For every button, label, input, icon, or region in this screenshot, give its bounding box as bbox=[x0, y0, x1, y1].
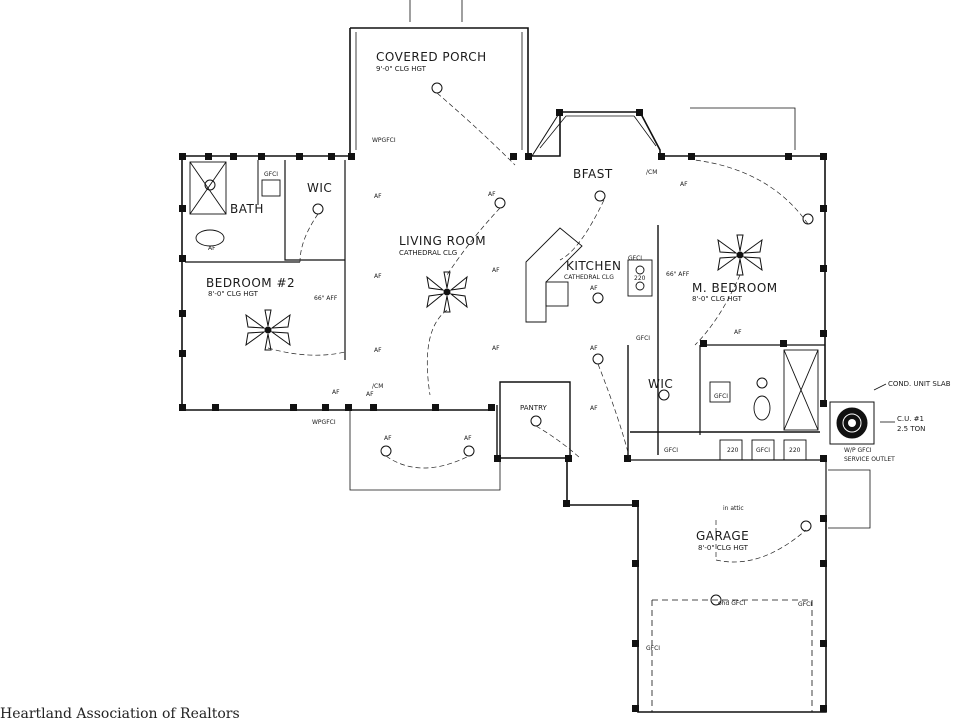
room-label-garage: GARAGE bbox=[696, 529, 749, 543]
light-fixture-icon bbox=[592, 353, 604, 365]
arc-fault-label: AF bbox=[590, 285, 598, 292]
room-label-m-bedroom: M. BEDROOM bbox=[692, 281, 778, 295]
note-outlet-height-right: 66" AFF bbox=[666, 271, 690, 278]
arc-fault-label: AF bbox=[384, 435, 392, 442]
light-fixture-icons bbox=[204, 82, 814, 606]
light-fixture-icon bbox=[802, 213, 814, 225]
arc-fault-label: AF bbox=[374, 193, 382, 200]
light-fixture-icon bbox=[380, 445, 392, 457]
gfci-label: GFCI bbox=[636, 335, 650, 342]
ceiling-type-kitchen: CATHEDRAL CLG bbox=[564, 274, 614, 281]
light-fixture-icon bbox=[312, 203, 324, 215]
gfci-label: GFCI bbox=[714, 393, 728, 400]
plumbing-fixtures bbox=[189, 161, 819, 461]
ceiling-fan-icon bbox=[245, 309, 291, 351]
wall-lines bbox=[181, 0, 871, 713]
outlet-220-label: 220 bbox=[634, 275, 646, 282]
room-label-living-room: LIVING ROOM bbox=[399, 234, 486, 248]
note-cond-unit-slab: COND. UNIT SLAB bbox=[888, 380, 951, 388]
note-wpgfci-bottom: WPGFCI bbox=[312, 419, 336, 426]
arc-fault-label: AF bbox=[374, 347, 382, 354]
outlet-220-label: 220 bbox=[727, 447, 739, 454]
footer-watermark: Heartland Association of Realtors bbox=[0, 706, 240, 722]
gfci-label: GFCI bbox=[264, 171, 278, 178]
arc-fault-label: AF bbox=[464, 435, 472, 442]
ceiling-fan-icons bbox=[245, 234, 763, 351]
outlet-220-label: 220 bbox=[789, 447, 801, 454]
note-wpgfci-top: WPGFCI bbox=[372, 137, 396, 144]
note-outlet-height-left: 66" AFF bbox=[314, 295, 338, 302]
ceiling-mount-label: /CM bbox=[372, 383, 383, 390]
wiring-lines bbox=[267, 92, 809, 563]
note-in-attic: in attic bbox=[723, 505, 744, 512]
light-fixture-icon bbox=[756, 377, 768, 389]
note-cu-number: C.U. #1 bbox=[897, 415, 924, 423]
light-fixture-icon bbox=[592, 292, 604, 304]
appliance-icon bbox=[783, 439, 807, 461]
gfci-label: GFCI bbox=[756, 447, 770, 454]
room-label-wic-left: WIC bbox=[307, 181, 332, 195]
room-label-wic-right: WIC bbox=[648, 377, 673, 391]
room-label-bath: BATH bbox=[230, 202, 264, 216]
ceiling-fan-icon bbox=[717, 234, 763, 276]
room-label-covered-porch: COVERED PORCH bbox=[376, 50, 487, 64]
light-fixture-icon bbox=[463, 445, 475, 457]
ceiling-fan-icon bbox=[426, 271, 468, 313]
light-fixture-icon bbox=[530, 415, 542, 427]
kitchen-sink-icon bbox=[545, 281, 569, 307]
note-service-outlet: SERVICE OUTLET bbox=[844, 456, 895, 463]
light-fixture-icon bbox=[594, 190, 606, 202]
appliance-icon bbox=[751, 439, 775, 461]
light-fixture-icon bbox=[494, 197, 506, 209]
arc-fault-label: AF bbox=[488, 191, 496, 198]
arc-fault-label: AF bbox=[366, 391, 374, 398]
arc-fault-label: AF bbox=[208, 245, 216, 252]
light-fixture-icon bbox=[800, 520, 812, 532]
note-cu-tonnage: 2.5 TON bbox=[897, 425, 925, 433]
arc-fault-label: AF bbox=[590, 345, 598, 352]
shower-icon bbox=[189, 161, 227, 215]
gfci-label: GFCI bbox=[664, 447, 678, 454]
arc-fault-label: AF bbox=[734, 329, 742, 336]
wall-markers bbox=[179, 109, 827, 712]
arc-fault-label: AF bbox=[332, 389, 340, 396]
ceiling-height-bedroom-2: 8'-0" CLG HGT bbox=[208, 290, 259, 298]
arc-fault-label: AF bbox=[590, 405, 598, 412]
room-label-bedroom-2: BEDROOM #2 bbox=[206, 276, 295, 290]
note-wp-gfci: W/P GFCI bbox=[844, 447, 872, 454]
shower-icon bbox=[783, 349, 819, 431]
gfci-label: GFCI bbox=[628, 255, 642, 262]
toilet-icon bbox=[195, 229, 225, 247]
note-ohd-gfci: ohd GFCI bbox=[718, 600, 745, 607]
sink-icon bbox=[709, 381, 731, 403]
appliance-icon bbox=[719, 439, 743, 461]
range-icon bbox=[627, 259, 653, 297]
arc-fault-label: AF bbox=[492, 267, 500, 274]
sink-icon bbox=[261, 179, 281, 197]
gfci-label: GFCI bbox=[798, 601, 812, 608]
ceiling-mount-label: /CM bbox=[646, 169, 657, 176]
ceiling-height-garage: 8'-0" CLG HGT bbox=[698, 544, 749, 552]
condenser-unit-icon bbox=[829, 383, 895, 445]
ceiling-height-covered-porch: 9'-0" CLG HGT bbox=[376, 65, 427, 73]
room-label-pantry: PANTRY bbox=[520, 404, 547, 412]
room-label-bfast: BFAST bbox=[573, 167, 613, 181]
ceiling-type-living-room: CATHEDRAL CLG bbox=[399, 249, 457, 257]
light-fixture-icon bbox=[204, 179, 216, 191]
room-label-kitchen: KITCHEN bbox=[566, 259, 622, 273]
light-fixture-icon bbox=[710, 594, 722, 606]
arc-fault-label: AF bbox=[374, 273, 382, 280]
ceiling-height-m-bedroom: 8'-0" CLG HGT bbox=[692, 295, 743, 303]
light-fixture-icon bbox=[431, 82, 443, 94]
arc-fault-label: AF bbox=[492, 345, 500, 352]
gfci-label: GFCI bbox=[646, 645, 660, 652]
toilet-icon bbox=[753, 395, 771, 421]
light-fixture-icon bbox=[658, 389, 670, 401]
arc-fault-label: AF bbox=[680, 181, 688, 188]
